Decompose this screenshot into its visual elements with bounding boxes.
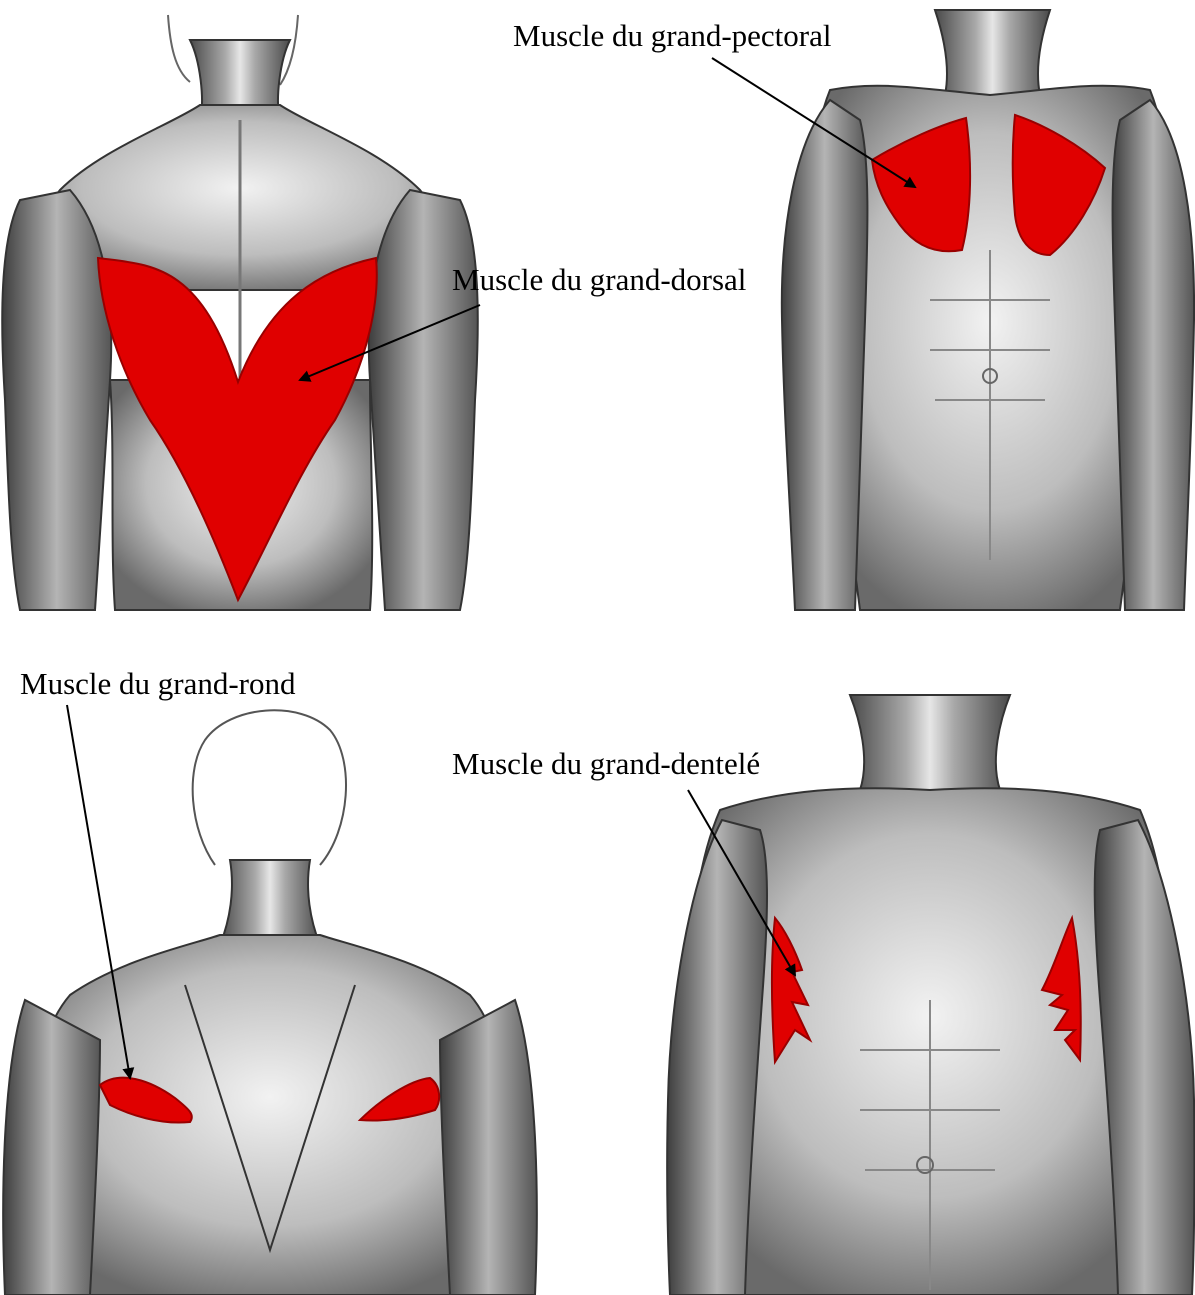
label-grand-pectoral: Muscle du grand-pectoral — [513, 20, 832, 51]
label-grand-rond: Muscle du grand-rond — [20, 668, 296, 699]
label-grand-dorsal: Muscle du grand-dorsal — [452, 264, 746, 295]
figure-front-pectoral — [782, 10, 1194, 610]
figure-front-dentele — [667, 695, 1194, 1295]
label-grand-dentele: Muscle du grand-dentelé — [452, 748, 760, 779]
figure-back-dorsal — [2, 15, 478, 610]
